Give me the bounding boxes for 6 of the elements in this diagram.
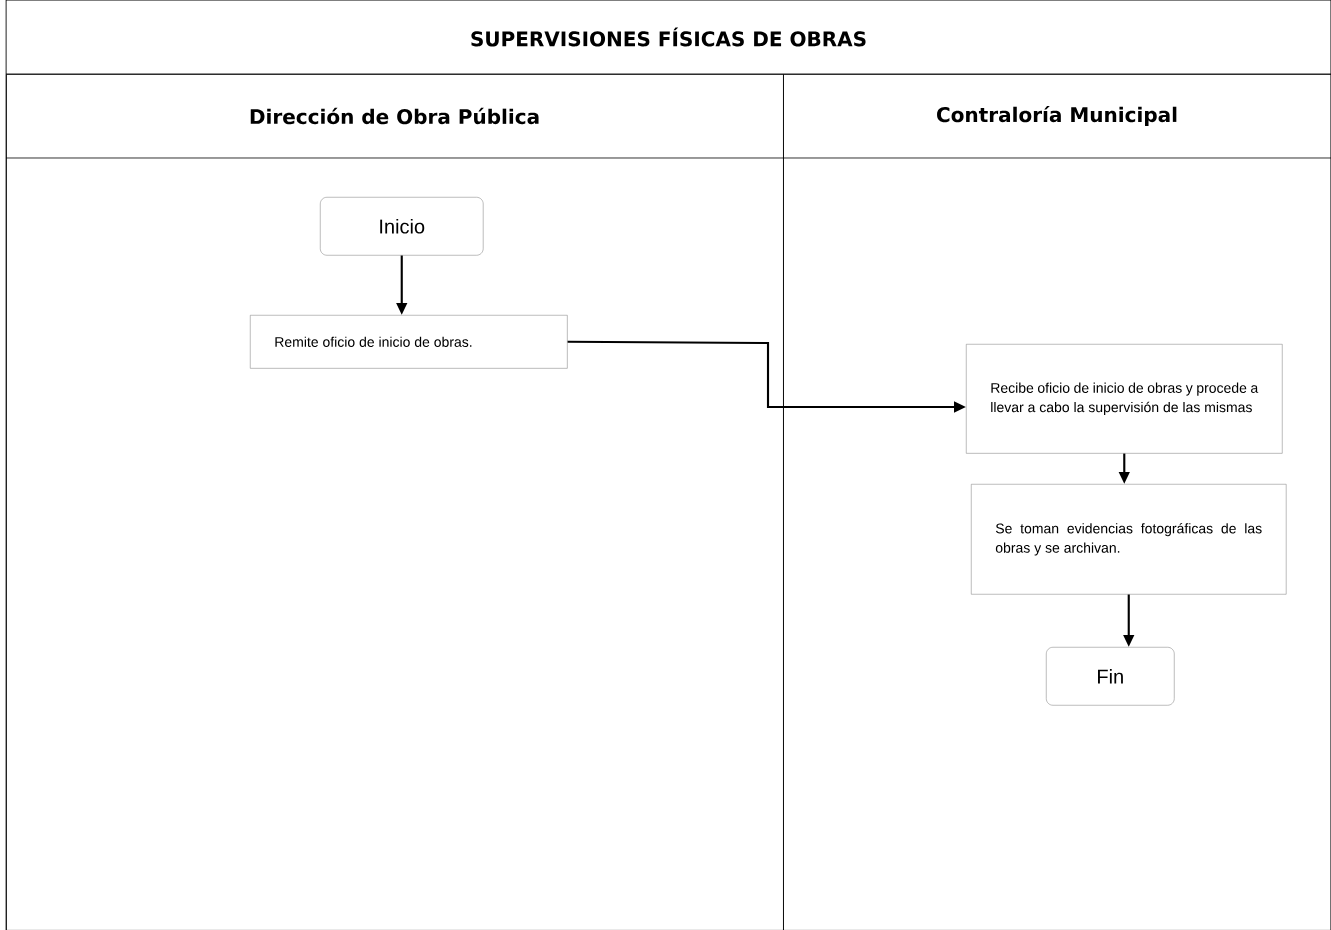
process-box: Recibe oficio de inicio de obras y procede a llevar a cabo la supervisión de las mismas xyxy=(966,344,1283,454)
title: SUPERVISIONES FÍSICAS DE OBRAS xyxy=(471,27,866,47)
process-box: Remite oficio de inicio de obras. xyxy=(250,315,568,369)
terminal-box: Inicio xyxy=(320,197,484,256)
process-box: Se toman evidencias fotográficas de las obras y se archivan. xyxy=(971,484,1287,595)
terminal-box: Fin xyxy=(1046,647,1175,706)
